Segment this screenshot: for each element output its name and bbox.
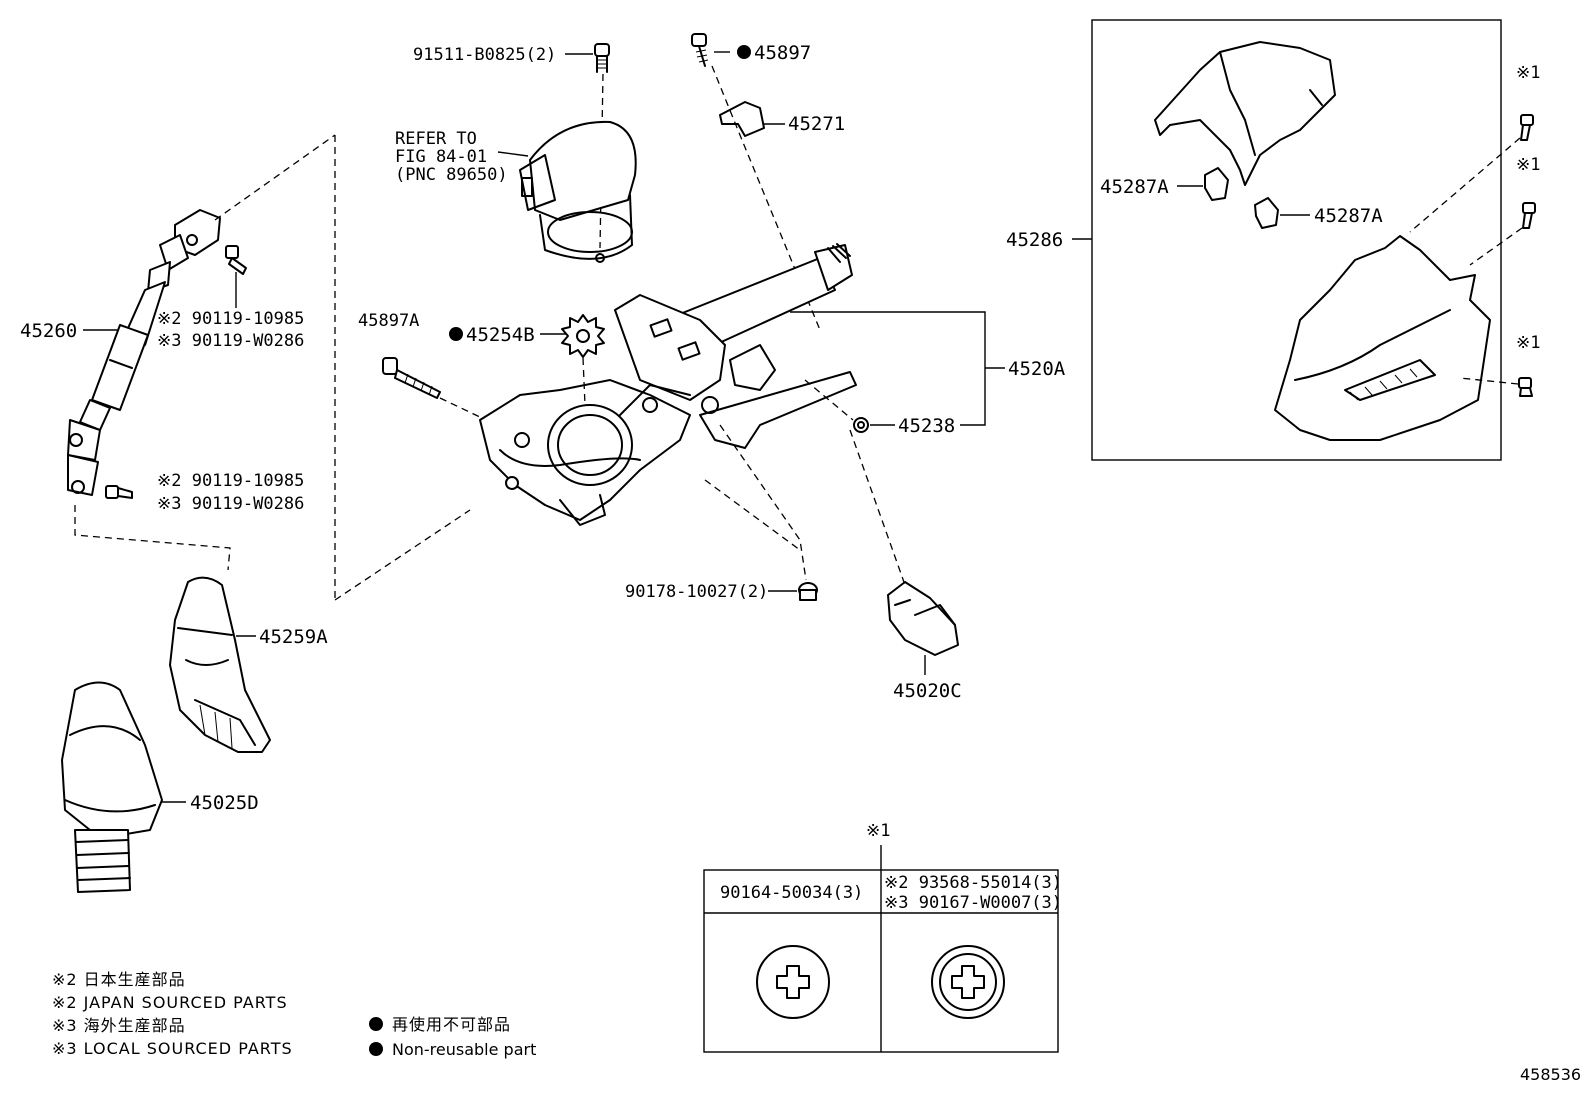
nut-45238[interactable] bbox=[853, 417, 869, 433]
cover-box-45286 bbox=[1091, 19, 1502, 461]
label-refer-3: (PNC 89650) bbox=[395, 165, 508, 185]
label-refer-1: REFER TO bbox=[395, 129, 477, 149]
label-bolt-upper-2: ※2 90119-10985 bbox=[157, 309, 304, 329]
intermediate-shaft-45260[interactable] bbox=[67, 209, 221, 496]
label-mark1-table: ※1 bbox=[866, 821, 890, 841]
cover-45271[interactable] bbox=[719, 101, 765, 137]
legend-dot-jp bbox=[369, 1017, 383, 1031]
table-col2-header-2: ※3 90167-W0007(3) bbox=[884, 893, 1062, 913]
screw-head-right-icon bbox=[931, 945, 1005, 1019]
nonreusable-dot-45897 bbox=[737, 45, 751, 59]
label-45260: 45260 bbox=[20, 320, 77, 342]
label-45897A: 45897A bbox=[358, 311, 419, 331]
screw-45897[interactable] bbox=[691, 33, 709, 67]
legend-dot-en bbox=[369, 1042, 383, 1056]
screw-cover-1[interactable] bbox=[1520, 114, 1534, 141]
label-mark1-b: ※1 bbox=[1516, 155, 1540, 175]
legend-nonreuse-jp: 再使用不可部品 bbox=[392, 1015, 511, 1034]
bolt-91511[interactable] bbox=[594, 43, 610, 73]
switch-45020C[interactable] bbox=[887, 581, 959, 656]
screw-cover-3[interactable] bbox=[1518, 377, 1533, 397]
bolt-45897A[interactable] bbox=[382, 357, 441, 399]
bolt-90119-upper[interactable] bbox=[225, 245, 247, 275]
nut-90178[interactable] bbox=[798, 582, 818, 601]
nonreusable-dot-45254B bbox=[449, 327, 463, 341]
steering-lock-assembly[interactable] bbox=[519, 120, 637, 263]
figure-number: 458536 bbox=[1520, 1065, 1581, 1084]
table-col2-header-1: ※2 93568-55014(3) bbox=[884, 873, 1062, 893]
screw-table bbox=[703, 845, 1059, 1053]
legend-line-3: ※3 海外生産部品 bbox=[52, 1016, 186, 1035]
clip-45287A-left[interactable] bbox=[1204, 167, 1229, 201]
legend-line-1: ※2 日本生産部品 bbox=[52, 970, 186, 989]
label-91511: 91511-B0825(2) bbox=[413, 45, 556, 65]
label-4520A: 4520A bbox=[1008, 358, 1066, 380]
label-45238: 45238 bbox=[898, 415, 955, 437]
label-mark1-c: ※1 bbox=[1516, 333, 1540, 353]
label-refer-2: FIG 84-01 bbox=[395, 147, 487, 167]
label-45254B: 45254B bbox=[466, 324, 535, 346]
nut-45254B[interactable] bbox=[561, 314, 605, 358]
label-45020C: 45020C bbox=[893, 680, 962, 702]
label-bolt-lower-2: ※2 90119-10985 bbox=[157, 471, 304, 491]
upper-column-cover[interactable] bbox=[1154, 41, 1336, 186]
label-45271: 45271 bbox=[788, 113, 845, 135]
screw-cover-2[interactable] bbox=[1522, 202, 1536, 229]
label-45286: 45286 bbox=[1006, 229, 1063, 251]
boot-45025D[interactable] bbox=[61, 681, 163, 893]
label-45025D: 45025D bbox=[190, 792, 259, 814]
label-45259A: 45259A bbox=[259, 626, 328, 648]
steering-column-4520A[interactable] bbox=[479, 243, 857, 526]
label-45287A-right: 45287A bbox=[1314, 205, 1383, 227]
label-bolt-lower-3: ※3 90119-W0286 bbox=[157, 494, 304, 514]
label-45897: 45897 bbox=[754, 42, 811, 64]
clip-45287A-right[interactable] bbox=[1254, 197, 1279, 229]
label-45287A-left: 45287A bbox=[1100, 176, 1169, 198]
table-col1-header: 90164-50034(3) bbox=[720, 883, 863, 903]
cover-45259A[interactable] bbox=[169, 576, 271, 753]
label-bolt-upper-3: ※3 90119-W0286 bbox=[157, 331, 304, 351]
legend-line-4: ※3 LOCAL SOURCED PARTS bbox=[52, 1039, 293, 1058]
legend-line-2: ※2 JAPAN SOURCED PARTS bbox=[52, 993, 288, 1012]
label-90178: 90178-10027(2) bbox=[625, 582, 768, 602]
screw-head-left-icon bbox=[756, 945, 830, 1019]
lower-column-cover[interactable] bbox=[1274, 235, 1491, 441]
bolt-90119-lower[interactable] bbox=[105, 485, 133, 499]
legend-nonreuse-en: Non-reusable part bbox=[392, 1040, 536, 1059]
label-mark1-a: ※1 bbox=[1516, 63, 1540, 83]
